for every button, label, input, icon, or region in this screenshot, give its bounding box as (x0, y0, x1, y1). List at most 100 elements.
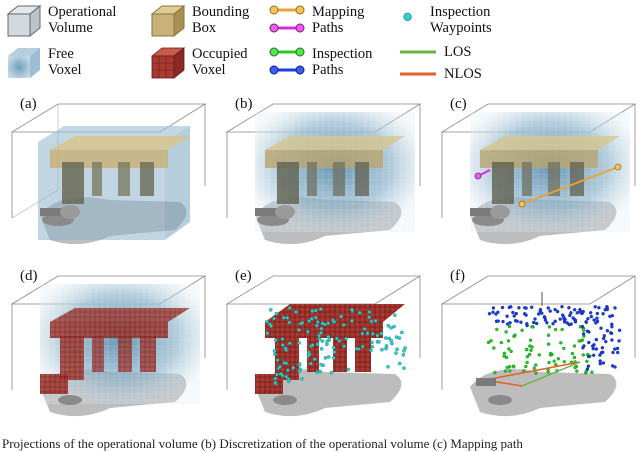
panel-b: (b) (215, 90, 425, 260)
waypoint-dot (332, 320, 336, 324)
waypoint-dot (332, 350, 337, 354)
path-node (585, 359, 589, 364)
waypoint-dot (325, 339, 329, 344)
path-node (599, 326, 603, 330)
path-node (509, 305, 513, 309)
waypoint-dot (278, 372, 283, 376)
waypoint-dot (313, 308, 318, 313)
waypoint-dot (383, 336, 388, 340)
panel-a-label: (a) (20, 96, 37, 112)
cube-red-icon (150, 47, 186, 79)
waypoint-dot (287, 320, 292, 325)
path-node (531, 320, 536, 325)
waypoint-dot (310, 309, 315, 313)
figure-caption: Projections of the operational volume (b… (2, 436, 523, 451)
path-node (567, 322, 571, 327)
path-node (613, 365, 617, 369)
legend-nlos: NLOS (398, 66, 482, 82)
panel-d-label: (d) (20, 268, 38, 284)
waypoint-dot (332, 345, 336, 350)
inspection-paths (486, 305, 622, 375)
waypoint-dot (310, 343, 315, 347)
path-node (593, 305, 597, 309)
legend-inspection-waypoints-line1: Inspection (430, 4, 491, 20)
waypoint-dot (360, 331, 365, 336)
path-node (561, 315, 566, 319)
panel-grid: (a) (b) (0, 90, 640, 440)
path-node (517, 306, 521, 310)
path-node (610, 324, 614, 329)
path-node (511, 310, 515, 315)
path-node (594, 347, 599, 351)
path-node (487, 312, 492, 316)
path-node (499, 340, 504, 345)
waypoint-dot (319, 331, 323, 335)
path-node (529, 305, 534, 309)
waypoint-dot (392, 313, 397, 318)
path-node (579, 311, 583, 315)
path-node (577, 339, 582, 343)
path-node (525, 354, 530, 359)
path-node (615, 350, 620, 355)
path-node (507, 324, 512, 329)
waypoint-dot (369, 319, 374, 324)
path-node (585, 329, 590, 333)
cube-tan-icon (150, 4, 186, 38)
legend-mapping-paths-line1: Mapping (312, 4, 365, 20)
waypoint-dot (265, 319, 269, 324)
path-node (597, 306, 601, 310)
waypoint-dot (297, 328, 301, 332)
path-node (612, 347, 617, 351)
path-node (575, 311, 580, 315)
waypoint-dot (286, 368, 290, 373)
waypoint-dot (320, 321, 325, 326)
waypoint-dot (317, 333, 321, 338)
panel-c-label: (c) (450, 96, 467, 112)
path-node (537, 353, 542, 357)
path-node (511, 365, 516, 369)
path-node (513, 319, 518, 323)
panel-d-scene (10, 275, 207, 417)
waypoint-dot (312, 357, 317, 361)
legend-bounding-box-line1: Bounding (192, 4, 250, 20)
path-node (543, 318, 548, 322)
waypoint-dot (389, 326, 393, 330)
waypoint-dot (401, 353, 406, 357)
path-node (553, 327, 558, 332)
path-node (610, 338, 614, 342)
waypoint-dot (360, 344, 365, 349)
waypoint-dot (309, 361, 313, 366)
path-node (560, 305, 564, 309)
path-node (508, 369, 512, 373)
waypoint-dot (273, 380, 278, 385)
path-node (594, 321, 598, 325)
path-node (496, 319, 500, 323)
mapping-path-orange (521, 166, 619, 205)
path-node (533, 317, 537, 321)
waypoint-dot (314, 323, 319, 328)
waypoint-dot (392, 324, 396, 329)
waypoint-dot (362, 327, 367, 331)
waypoint-dot-icon (403, 12, 412, 21)
path-node (520, 328, 524, 333)
waypoint-dot (395, 347, 399, 352)
waypoint-dot (402, 366, 406, 370)
waypoint-dot (291, 366, 296, 370)
path-node (594, 337, 599, 342)
waypoint-dot (269, 308, 273, 312)
path-node (601, 336, 606, 341)
path-node (604, 339, 608, 344)
path-node (581, 346, 585, 350)
mapping-paths-icon (269, 5, 305, 33)
path-node (562, 320, 567, 324)
waypoint-dot (275, 358, 280, 362)
legend-occupied-voxel-line1: Occupied (192, 46, 248, 62)
waypoint-dot (326, 334, 331, 339)
path-node (524, 364, 528, 369)
path-node (590, 370, 594, 374)
path-node (503, 369, 508, 373)
path-node (505, 314, 509, 318)
legend-operational-volume-line1: Operational (48, 4, 117, 20)
path-node (610, 314, 615, 318)
